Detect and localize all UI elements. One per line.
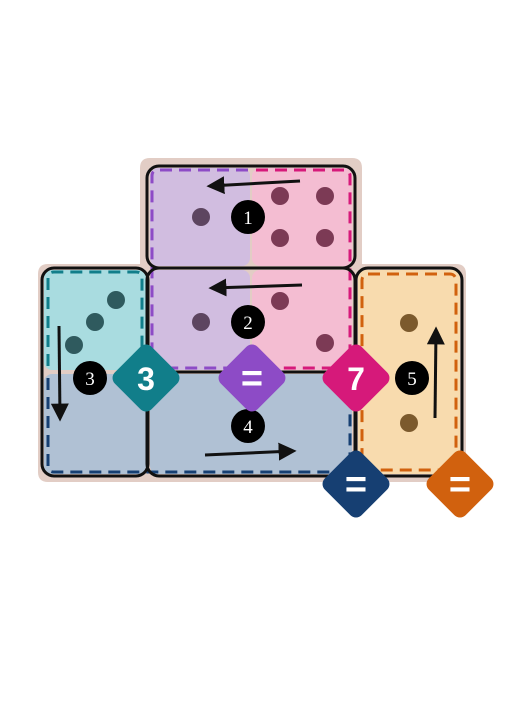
constraint-badges: 3 = 7 = = xyxy=(112,344,494,518)
number-label-4: 4 xyxy=(243,417,253,438)
arrow-up xyxy=(426,326,445,419)
purple-constraint-label: = xyxy=(241,358,263,400)
number-circle xyxy=(231,200,265,234)
number-label-1: 1 xyxy=(243,208,253,229)
arrow-down xyxy=(50,325,69,422)
teal-region-border xyxy=(46,270,144,366)
pip xyxy=(400,414,418,432)
blue-badge-diamond xyxy=(322,450,390,518)
number-label-3: 3 xyxy=(85,369,95,390)
arrow-left xyxy=(206,176,301,195)
pip xyxy=(192,208,210,226)
number-circle xyxy=(231,305,265,339)
pip xyxy=(65,336,83,354)
orange-constraint-label: = xyxy=(449,464,471,506)
pip xyxy=(316,334,334,352)
pip xyxy=(316,187,334,205)
number-circle xyxy=(231,409,265,443)
pip xyxy=(107,291,125,309)
pink-constraint-label: 7 xyxy=(347,361,365,397)
move-arrows xyxy=(50,176,445,461)
number-circle xyxy=(73,361,107,395)
teal-constraint-label: 3 xyxy=(137,361,155,397)
pip xyxy=(271,229,289,247)
arrow-left xyxy=(208,278,303,297)
number-labels: 1 2 3 4 5 xyxy=(73,200,429,443)
orange-badge-diamond xyxy=(426,450,494,518)
pip xyxy=(192,313,210,331)
purple-badge-diamond xyxy=(218,344,286,412)
pip xyxy=(86,313,104,331)
pip xyxy=(316,229,334,247)
number-circle xyxy=(395,361,429,395)
teal-badge-diamond xyxy=(112,344,180,412)
pip xyxy=(400,314,418,332)
blue-constraint-label: = xyxy=(345,464,367,506)
pink-badge-diamond xyxy=(322,344,390,412)
arrow-right xyxy=(204,442,297,461)
number-label-2: 2 xyxy=(243,313,253,334)
pip xyxy=(271,187,289,205)
pips xyxy=(65,187,418,432)
pip xyxy=(271,292,289,310)
number-label-5: 5 xyxy=(407,369,417,390)
cell-blue-left[interactable] xyxy=(44,374,146,474)
